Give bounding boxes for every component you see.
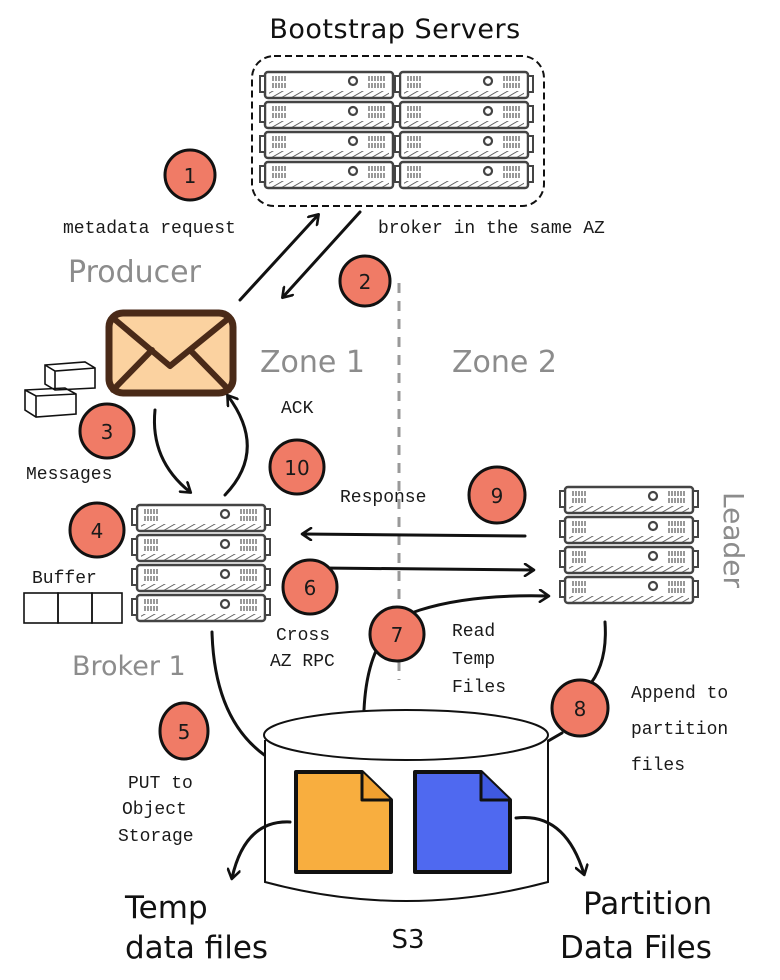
append-label-line-2: partition bbox=[631, 720, 728, 740]
buffer-label: Buffer bbox=[32, 569, 97, 589]
put-label-line-2: Object bbox=[122, 800, 187, 820]
partition-file-icon bbox=[413, 770, 512, 874]
svg-text:5: 5 bbox=[178, 720, 191, 744]
step-badge-9: 9 bbox=[467, 465, 527, 525]
svg-text:3: 3 bbox=[101, 420, 114, 444]
response-arrow bbox=[303, 534, 527, 536]
append-label-line-1: Append to bbox=[631, 684, 728, 704]
step-badge-2: 2 bbox=[338, 254, 392, 308]
svg-text:7: 7 bbox=[391, 623, 404, 647]
temp-file-icon bbox=[294, 770, 393, 874]
producer-label: Producer bbox=[68, 255, 202, 290]
svg-text:2: 2 bbox=[359, 270, 372, 294]
partition-data-files-label-line-1: Partition bbox=[583, 886, 712, 922]
read-temp-files-arrow bbox=[362, 596, 548, 758]
message-cubes-icon bbox=[24, 361, 96, 418]
bootstrap-server-rack-right bbox=[395, 72, 533, 188]
step-badge-3: 3 bbox=[78, 402, 136, 460]
bootstrap-servers-title: Bootstrap Servers bbox=[269, 14, 520, 45]
svg-text:6: 6 bbox=[304, 576, 317, 600]
step-badge-8: 8 bbox=[550, 678, 610, 738]
step-badge-1: 1 bbox=[163, 148, 217, 202]
read-temp-label-line-3: Files bbox=[452, 678, 506, 698]
leader-broker-rack bbox=[560, 487, 698, 603]
step-badge-5: 5 bbox=[158, 701, 210, 761]
temp-data-files-label-line-2: data files bbox=[125, 930, 268, 966]
partition-data-files-label-line-2: Data Files bbox=[560, 930, 712, 966]
buffer-blocks-icon bbox=[23, 592, 123, 624]
step-badge-10: 10 bbox=[268, 438, 326, 496]
response-label: Response bbox=[340, 488, 426, 508]
leader-label: Leader bbox=[717, 492, 750, 588]
ack-arrow bbox=[223, 396, 249, 497]
ack-label: ACK bbox=[281, 399, 314, 419]
svg-text:8: 8 bbox=[574, 697, 587, 721]
read-temp-label-line-2: Temp bbox=[452, 650, 495, 670]
broker-1-label: Broker 1 bbox=[72, 651, 186, 682]
svg-text:1: 1 bbox=[184, 164, 197, 188]
metadata-request-label: metadata request bbox=[63, 219, 236, 239]
bootstrap-servers-group bbox=[251, 55, 545, 207]
cross-az-label-line-1: Cross bbox=[276, 626, 330, 646]
svg-text:10: 10 bbox=[284, 456, 309, 480]
broker-1-rack bbox=[132, 505, 270, 621]
put-label-line-1: PUT to bbox=[128, 774, 193, 794]
s3-label: S3 bbox=[391, 925, 424, 955]
step-badge-4: 4 bbox=[68, 501, 126, 559]
temp-data-files-label-line-1: Temp bbox=[124, 890, 208, 926]
bootstrap-server-rack-left bbox=[260, 72, 398, 188]
broker-same-az-label: broker in the same AZ bbox=[378, 219, 605, 239]
cross-az-label-line-2: AZ RPC bbox=[270, 652, 335, 672]
send-messages-arrow bbox=[152, 408, 190, 492]
zone-2-label: Zone 2 bbox=[452, 345, 557, 380]
append-label-line-3: files bbox=[631, 756, 685, 776]
messages-label: Messages bbox=[26, 465, 112, 485]
cross-az-rpc-arrow bbox=[320, 568, 533, 570]
metadata-request-arrow bbox=[238, 215, 318, 302]
svg-text:9: 9 bbox=[491, 484, 504, 508]
leader-to-append-line bbox=[585, 620, 607, 690]
temp-files-pointer-arrow bbox=[232, 820, 292, 878]
svg-text:4: 4 bbox=[91, 519, 104, 543]
put-label-line-3: Storage bbox=[118, 827, 194, 847]
step-badge-7: 7 bbox=[368, 605, 426, 663]
producer-envelope-icon bbox=[105, 309, 237, 397]
partition-files-pointer-arrow bbox=[514, 815, 584, 874]
metadata-response-arrow bbox=[283, 210, 362, 297]
read-temp-label-line-1: Read bbox=[452, 622, 495, 642]
step-badge-6: 6 bbox=[281, 558, 339, 616]
zone-1-label: Zone 1 bbox=[260, 345, 365, 380]
